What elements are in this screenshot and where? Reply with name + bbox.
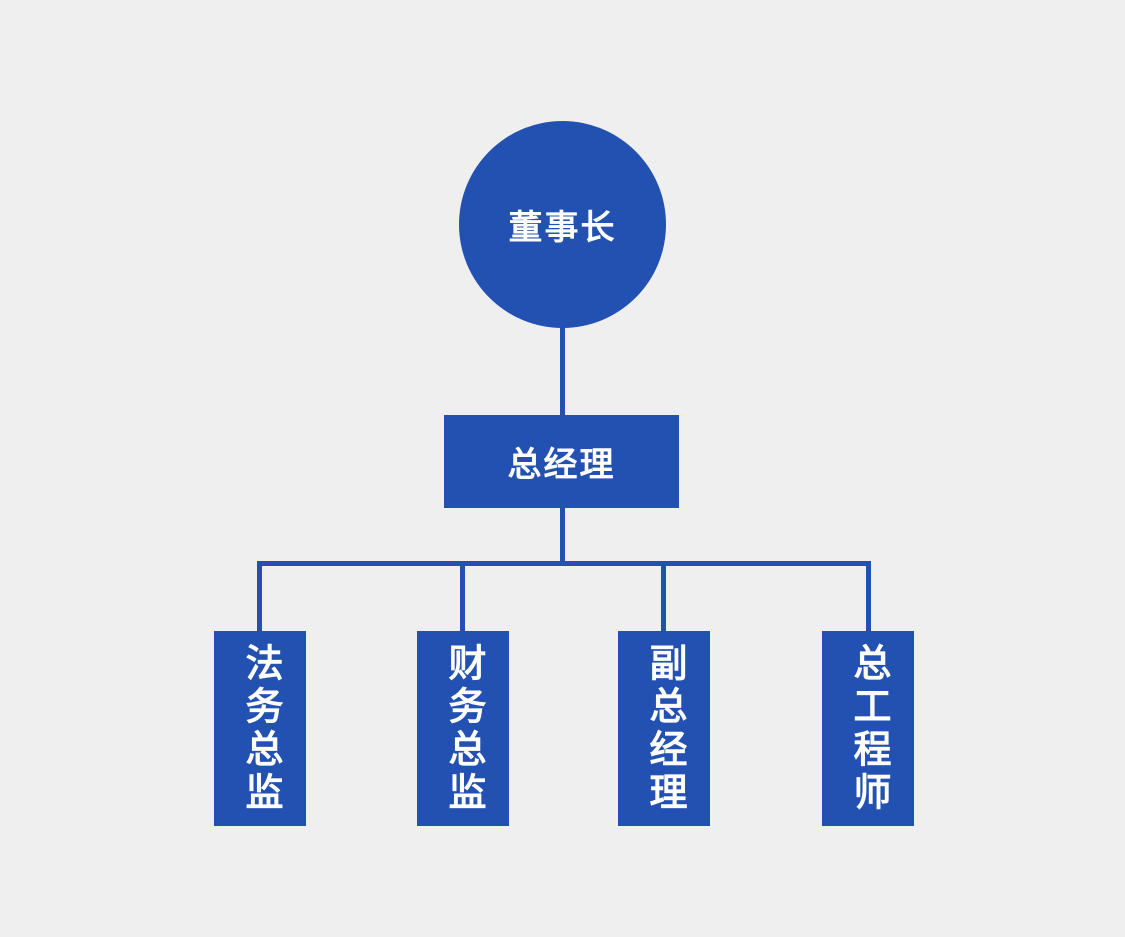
node-general-manager-label: 总经理	[507, 446, 616, 484]
connector-manager-to-branch	[560, 506, 565, 566]
node-chairman-label: 董事长	[508, 209, 617, 247]
node-finance-director-label: 财务总监	[442, 642, 484, 815]
node-deputy-general-manager: 副总经理	[618, 631, 710, 826]
connector-drop-legal-director	[257, 561, 262, 631]
connector-drop-chief-engineer	[866, 561, 871, 631]
node-chief-engineer: 总工程师	[822, 631, 914, 826]
node-legal-director-label: 法务总监	[239, 642, 281, 815]
node-legal-director: 法务总监	[214, 631, 306, 826]
node-chief-engineer-label: 总工程师	[847, 642, 889, 815]
connector-drop-deputy-gm	[661, 561, 666, 631]
node-finance-director: 财务总监	[417, 631, 509, 826]
connector-branch-horizontal	[257, 561, 871, 566]
node-chairman: 董事长	[459, 121, 666, 328]
connector-drop-finance-director	[460, 561, 465, 631]
node-deputy-general-manager-label: 副总经理	[643, 642, 685, 815]
node-general-manager: 总经理	[444, 415, 679, 508]
connector-root-to-manager	[560, 326, 565, 417]
